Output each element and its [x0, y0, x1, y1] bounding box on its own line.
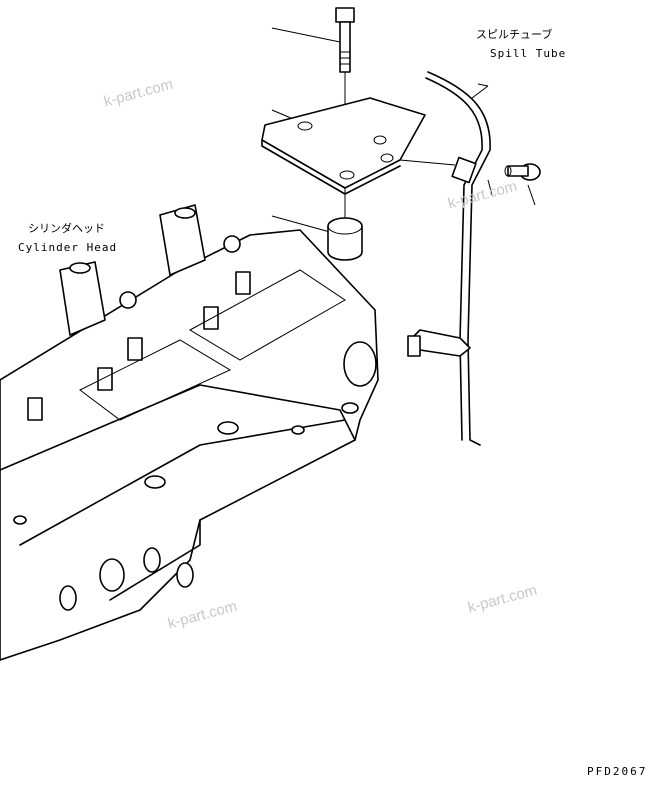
spill-tube-label-jp: スピルチューブ [476, 28, 553, 41]
leader-lines [271, 27, 536, 233]
cylinder-head [0, 204, 379, 661]
spacer-collar [327, 217, 363, 261]
spill-tube-label-en: Spill Tube [490, 47, 567, 60]
bracket-plate [261, 97, 456, 195]
valve-bosses [27, 271, 251, 421]
ports [13, 235, 377, 611]
cylinder-head-label-en: Cylinder Head [18, 241, 118, 254]
cylinder-head-label-jp: シリンダヘッド [28, 222, 105, 235]
banjo-bolt [504, 163, 541, 181]
figure-code: PFD2067 [587, 765, 648, 778]
spill-tube [407, 71, 491, 446]
